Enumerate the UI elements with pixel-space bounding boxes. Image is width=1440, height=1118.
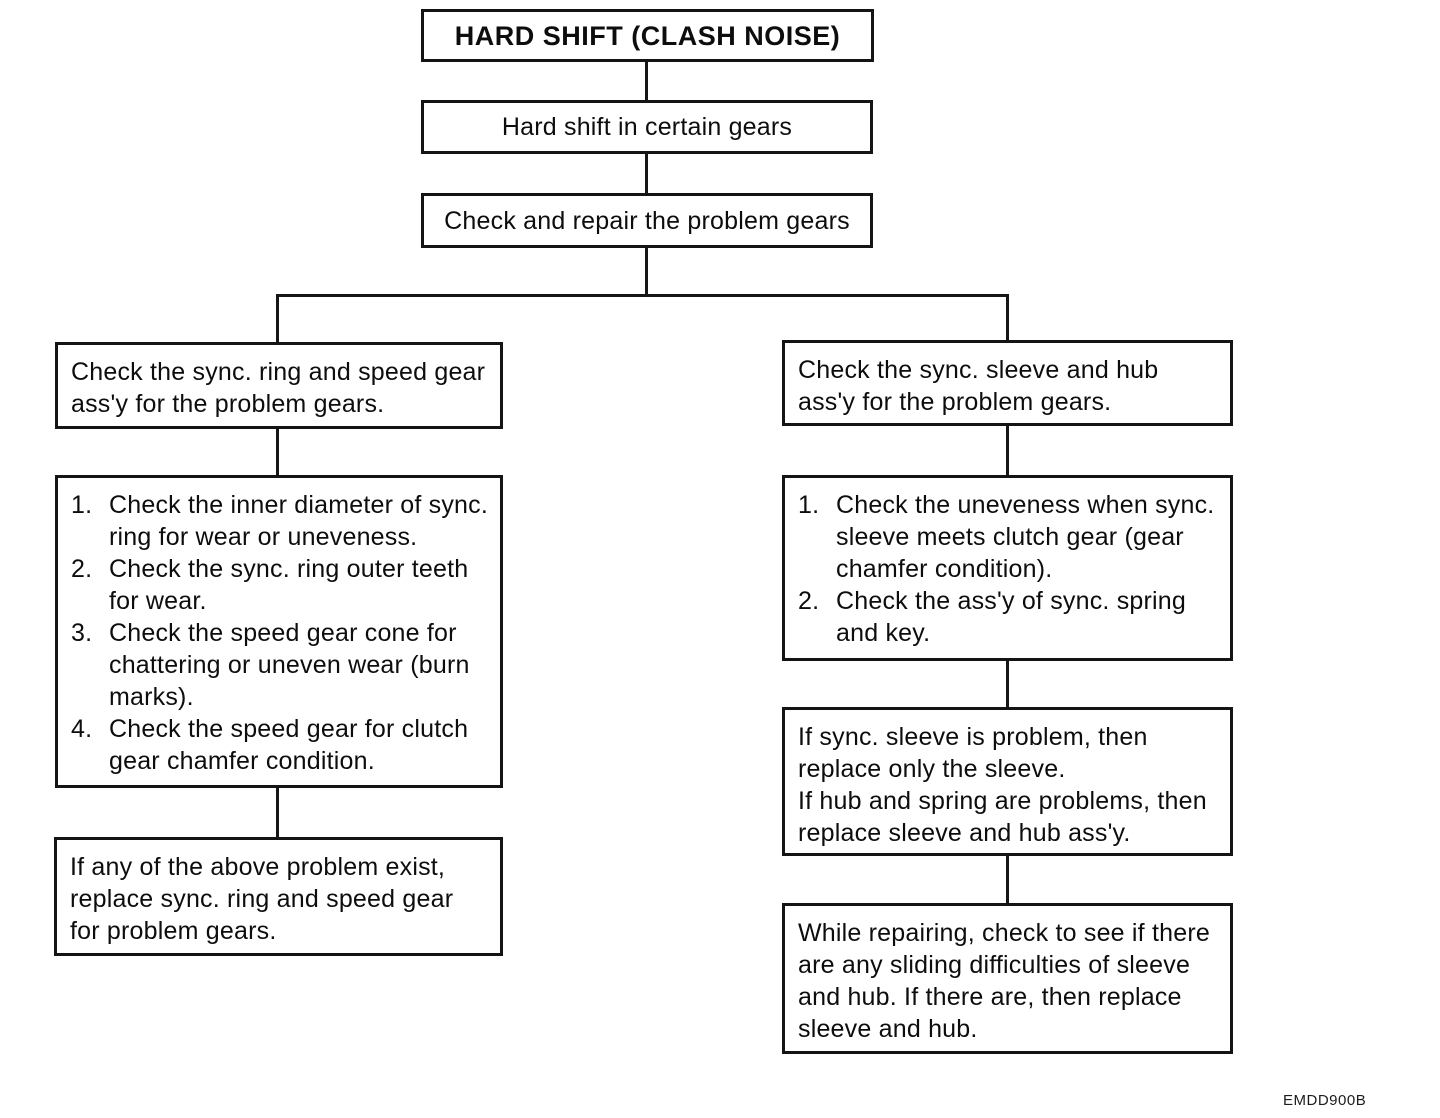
branch-drop-left (276, 294, 279, 342)
check-item-text: Check the speed gear cone for chattering… (109, 619, 470, 711)
check-item-text: Check the inner diameter of sync. ring f… (109, 491, 488, 551)
connector-action-to-branch (645, 248, 648, 296)
connector-left-2 (276, 788, 279, 837)
right-branch-note-box: While repairing, check to see if there a… (782, 903, 1233, 1054)
check-item-number: 1. (798, 491, 820, 519)
right-branch-note-text: While repairing, check to see if there a… (798, 919, 1210, 1043)
check-item-number: 3. (71, 619, 93, 647)
check-item: 2. Check the sync. ring outer teeth for … (71, 553, 488, 617)
right-branch-checklist: 1. Check the uneveness when sync. sleeve… (798, 489, 1218, 649)
right-branch-resolution-line: If hub and spring are problems, then rep… (798, 787, 1207, 847)
left-branch-resolution-text: If any of the above problem exist, repla… (70, 853, 454, 945)
figure-code: EMDD900B (1283, 1092, 1367, 1109)
connector-right-1 (1006, 426, 1009, 475)
action-box: Check and repair the problem gears (421, 193, 873, 248)
flowchart-title: HARD SHIFT (CLASH NOISE) (454, 20, 841, 51)
left-branch-header-text: Check the sync. ring and speed gear ass'… (71, 358, 486, 418)
symptom-box: Hard shift in certain gears (421, 100, 873, 154)
check-item: 1. Check the uneveness when sync. sleeve… (798, 489, 1218, 585)
left-branch-header-box: Check the sync. ring and speed gear ass'… (55, 342, 503, 429)
symptom-text: Hard shift in certain gears (501, 113, 793, 141)
connector-left-1 (276, 429, 279, 475)
connector-right-3 (1006, 856, 1009, 903)
connector-title-to-symptom (645, 62, 648, 100)
check-item: 4. Check the speed gear for clutch gear … (71, 713, 488, 777)
left-branch-checks-box: 1. Check the inner diameter of sync. rin… (55, 475, 503, 788)
check-item-number: 4. (71, 715, 93, 743)
check-item-number: 1. (71, 491, 93, 519)
check-item-text: Check the uneveness when sync. sleeve me… (836, 491, 1215, 583)
check-item: 2. Check the ass'y of sync. spring and k… (798, 585, 1218, 649)
check-item-number: 2. (71, 555, 93, 583)
branch-drop-right (1006, 294, 1009, 340)
connector-symptom-to-action (645, 154, 648, 193)
check-item-number: 2. (798, 587, 820, 615)
check-item-text: Check the speed gear for clutch gear cha… (109, 715, 469, 775)
right-branch-checks-box: 1. Check the uneveness when sync. sleeve… (782, 475, 1233, 661)
action-text: Check and repair the problem gears (444, 206, 850, 235)
check-item: 1. Check the inner diameter of sync. rin… (71, 489, 488, 553)
check-item-text: Check the ass'y of sync. spring and key. (836, 587, 1187, 647)
right-branch-resolution-line: If sync. sleeve is problem, then replace… (798, 723, 1148, 783)
connector-right-2 (1006, 661, 1009, 707)
left-branch-resolution-box: If any of the above problem exist, repla… (54, 837, 503, 956)
check-item-text: Check the sync. ring outer teeth for wea… (109, 555, 469, 615)
right-branch-header-text: Check the sync. sleeve and hub ass'y for… (798, 356, 1159, 416)
flowchart-title-box: HARD SHIFT (CLASH NOISE) (421, 9, 874, 62)
branch-horizontal-line (276, 294, 1009, 297)
left-branch-checklist: 1. Check the inner diameter of sync. rin… (71, 489, 488, 777)
right-branch-header-box: Check the sync. sleeve and hub ass'y for… (782, 340, 1233, 426)
check-item: 3. Check the speed gear cone for chatter… (71, 617, 488, 713)
right-branch-resolution-box: If sync. sleeve is problem, then replace… (782, 707, 1233, 856)
